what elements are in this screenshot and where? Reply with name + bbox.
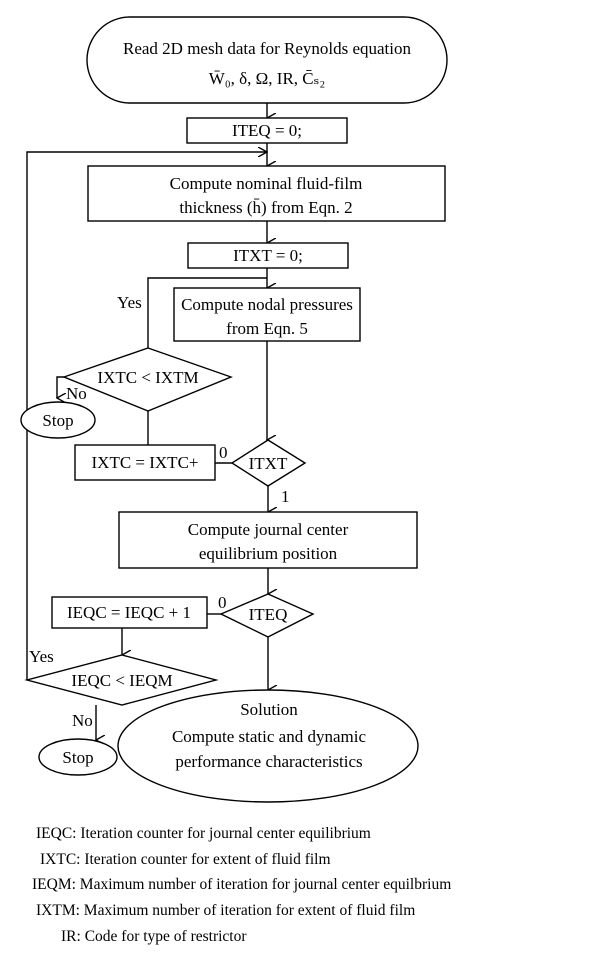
compute-equilibrium-line1: Compute journal center (188, 520, 349, 539)
solution-title: Solution (240, 700, 298, 719)
yes-label-outer: Yes (29, 647, 54, 666)
zero-label-inner: 0 (219, 443, 228, 462)
iteq-init-text: ITEQ = 0; (232, 121, 302, 140)
iteq-check-diamond: ITEQ (219, 593, 315, 638)
stop-text-outer: Stop (62, 748, 93, 767)
compute-pressure-box: Compute nodal pressures from Eqn. 5 (173, 287, 361, 342)
ieqc-increment-box: IEQC = IEQC + 1 (51, 596, 208, 629)
iteq-init-box: ITEQ = 0; (186, 117, 348, 144)
start-params: W̄₀, δ, Ω, IR, C̄ₛ₂ (209, 69, 326, 88)
start-node: Read 2D mesh data for Reynolds equation … (86, 16, 448, 104)
compute-film-box: Compute nominal fluid-film thickness (h̄… (87, 165, 446, 222)
iteq-check-text: ITEQ (249, 605, 288, 624)
compute-film-line2: thickness (h̄) from Eqn. 2 (179, 198, 352, 217)
itxt-init-text: ITXT = 0; (233, 246, 303, 265)
compute-pressure-line2: from Eqn. 5 (226, 319, 308, 338)
ixtc-increment-text: IXTC = IXTC+ (92, 453, 199, 472)
ixtc-check-diamond: IXTC < IXTM (62, 347, 233, 412)
compute-pressure-line1: Compute nodal pressures (181, 295, 353, 314)
compute-equilibrium-box: Compute journal center equilibrium posit… (118, 511, 418, 569)
itxt-check-text: ITXT (249, 454, 288, 473)
ieqc-check-diamond: IEQC < IEQM (24, 654, 219, 706)
stop-node-inner: Stop (20, 401, 96, 439)
no-label-outer: No (72, 711, 93, 730)
one-label: 1 (281, 487, 290, 506)
start-text: Read 2D mesh data for Reynolds equation (123, 39, 411, 58)
compute-equilibrium-line2: equilibrium position (199, 544, 338, 563)
zero-label-outer: 0 (218, 593, 227, 612)
compute-film-line1: Compute nominal fluid-film (170, 174, 363, 193)
ieqc-increment-text: IEQC = IEQC + 1 (67, 603, 191, 622)
ixtc-increment-box: IXTC = IXTC+ (74, 444, 216, 481)
solution-node: Solution Compute static and dynamic perf… (117, 689, 419, 803)
solution-line3: performance characteristics (175, 752, 362, 771)
solution-line2: Compute static and dynamic (172, 727, 366, 746)
itxt-init-box: ITXT = 0; (187, 242, 349, 269)
yes-label-inner: Yes (117, 293, 142, 312)
stop-text-inner: Stop (42, 411, 73, 430)
ixtc-check-text: IXTC < IXTM (97, 368, 198, 387)
outer-loop-line (26, 152, 267, 680)
stop-node-outer: Stop (38, 738, 118, 776)
no-label-inner: No (66, 384, 87, 403)
ieqc-check-text: IEQC < IEQM (71, 671, 172, 690)
itxt-check-diamond: ITXT (230, 439, 307, 487)
